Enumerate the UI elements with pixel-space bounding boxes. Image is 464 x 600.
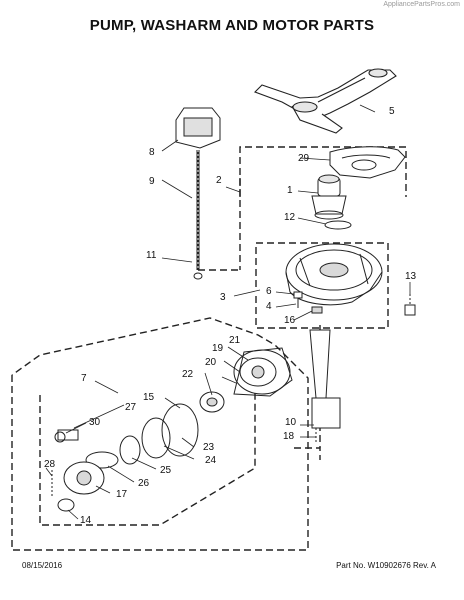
gasket (85, 451, 119, 469)
watermark: AppliancePartsPros.com (383, 1, 460, 8)
impeller (199, 391, 225, 413)
pump-head (311, 174, 347, 220)
seal-ring (324, 220, 352, 230)
callout-23: 23 (203, 442, 215, 453)
leader-lines (45, 104, 411, 520)
side-clip (404, 294, 416, 316)
callout-18: 18 (283, 431, 295, 442)
callout-6: 6 (266, 286, 272, 297)
callout-25: 25 (160, 465, 172, 476)
drain-pump (63, 461, 105, 495)
footer-date: 08/15/2016 (22, 561, 63, 570)
pump-housing-rings (119, 403, 199, 465)
callout-labels: 5 8 9 11 2 29 1 12 3 6 4 16 13 10 18 21 … (44, 106, 417, 526)
filter-cover (329, 146, 406, 179)
callout-12: 12 (284, 212, 296, 223)
mounting-bracket (309, 329, 341, 442)
callout-4: 4 (266, 301, 272, 312)
callout-5: 5 (389, 106, 395, 117)
callout-26: 26 (138, 478, 150, 489)
cable-assembly (193, 150, 203, 280)
callout-16: 16 (284, 315, 296, 326)
callout-10: 10 (285, 417, 297, 428)
callout-29: 29 (298, 153, 310, 164)
callout-13: 13 (405, 271, 417, 282)
sump-assembly (285, 243, 383, 306)
callout-2: 2 (216, 175, 222, 186)
callout-22: 22 (182, 369, 194, 380)
callout-30: 30 (89, 417, 101, 428)
callout-15: 15 (143, 392, 155, 403)
callout-14: 14 (80, 515, 92, 526)
callout-3: 3 (220, 292, 226, 303)
callout-11: 11 (146, 250, 157, 261)
assembly-outline-3 (255, 242, 389, 329)
callout-7: 7 (81, 373, 87, 384)
assembly-outline-2 (198, 146, 407, 271)
diverter-motor (175, 107, 221, 149)
sump-fasteners (293, 291, 323, 314)
callout-9: 9 (149, 176, 155, 187)
callout-20: 20 (205, 357, 217, 368)
lower-fittings (51, 470, 75, 512)
page-title: PUMP, WASHARM AND MOTOR PARTS (89, 17, 375, 34)
callout-17: 17 (116, 489, 128, 500)
callout-21: 21 (229, 335, 241, 346)
callout-19: 19 (212, 343, 224, 354)
callout-28: 28 (44, 459, 56, 470)
callout-1: 1 (287, 185, 293, 196)
callout-8: 8 (149, 147, 155, 158)
hose-clamps (54, 429, 79, 443)
upper-spray-arm (254, 68, 397, 134)
callout-24: 24 (205, 455, 217, 466)
footer-part-number: Part No. W10902676 Rev. A (336, 561, 436, 570)
callout-27: 27 (125, 402, 137, 413)
motor-body (233, 347, 293, 397)
